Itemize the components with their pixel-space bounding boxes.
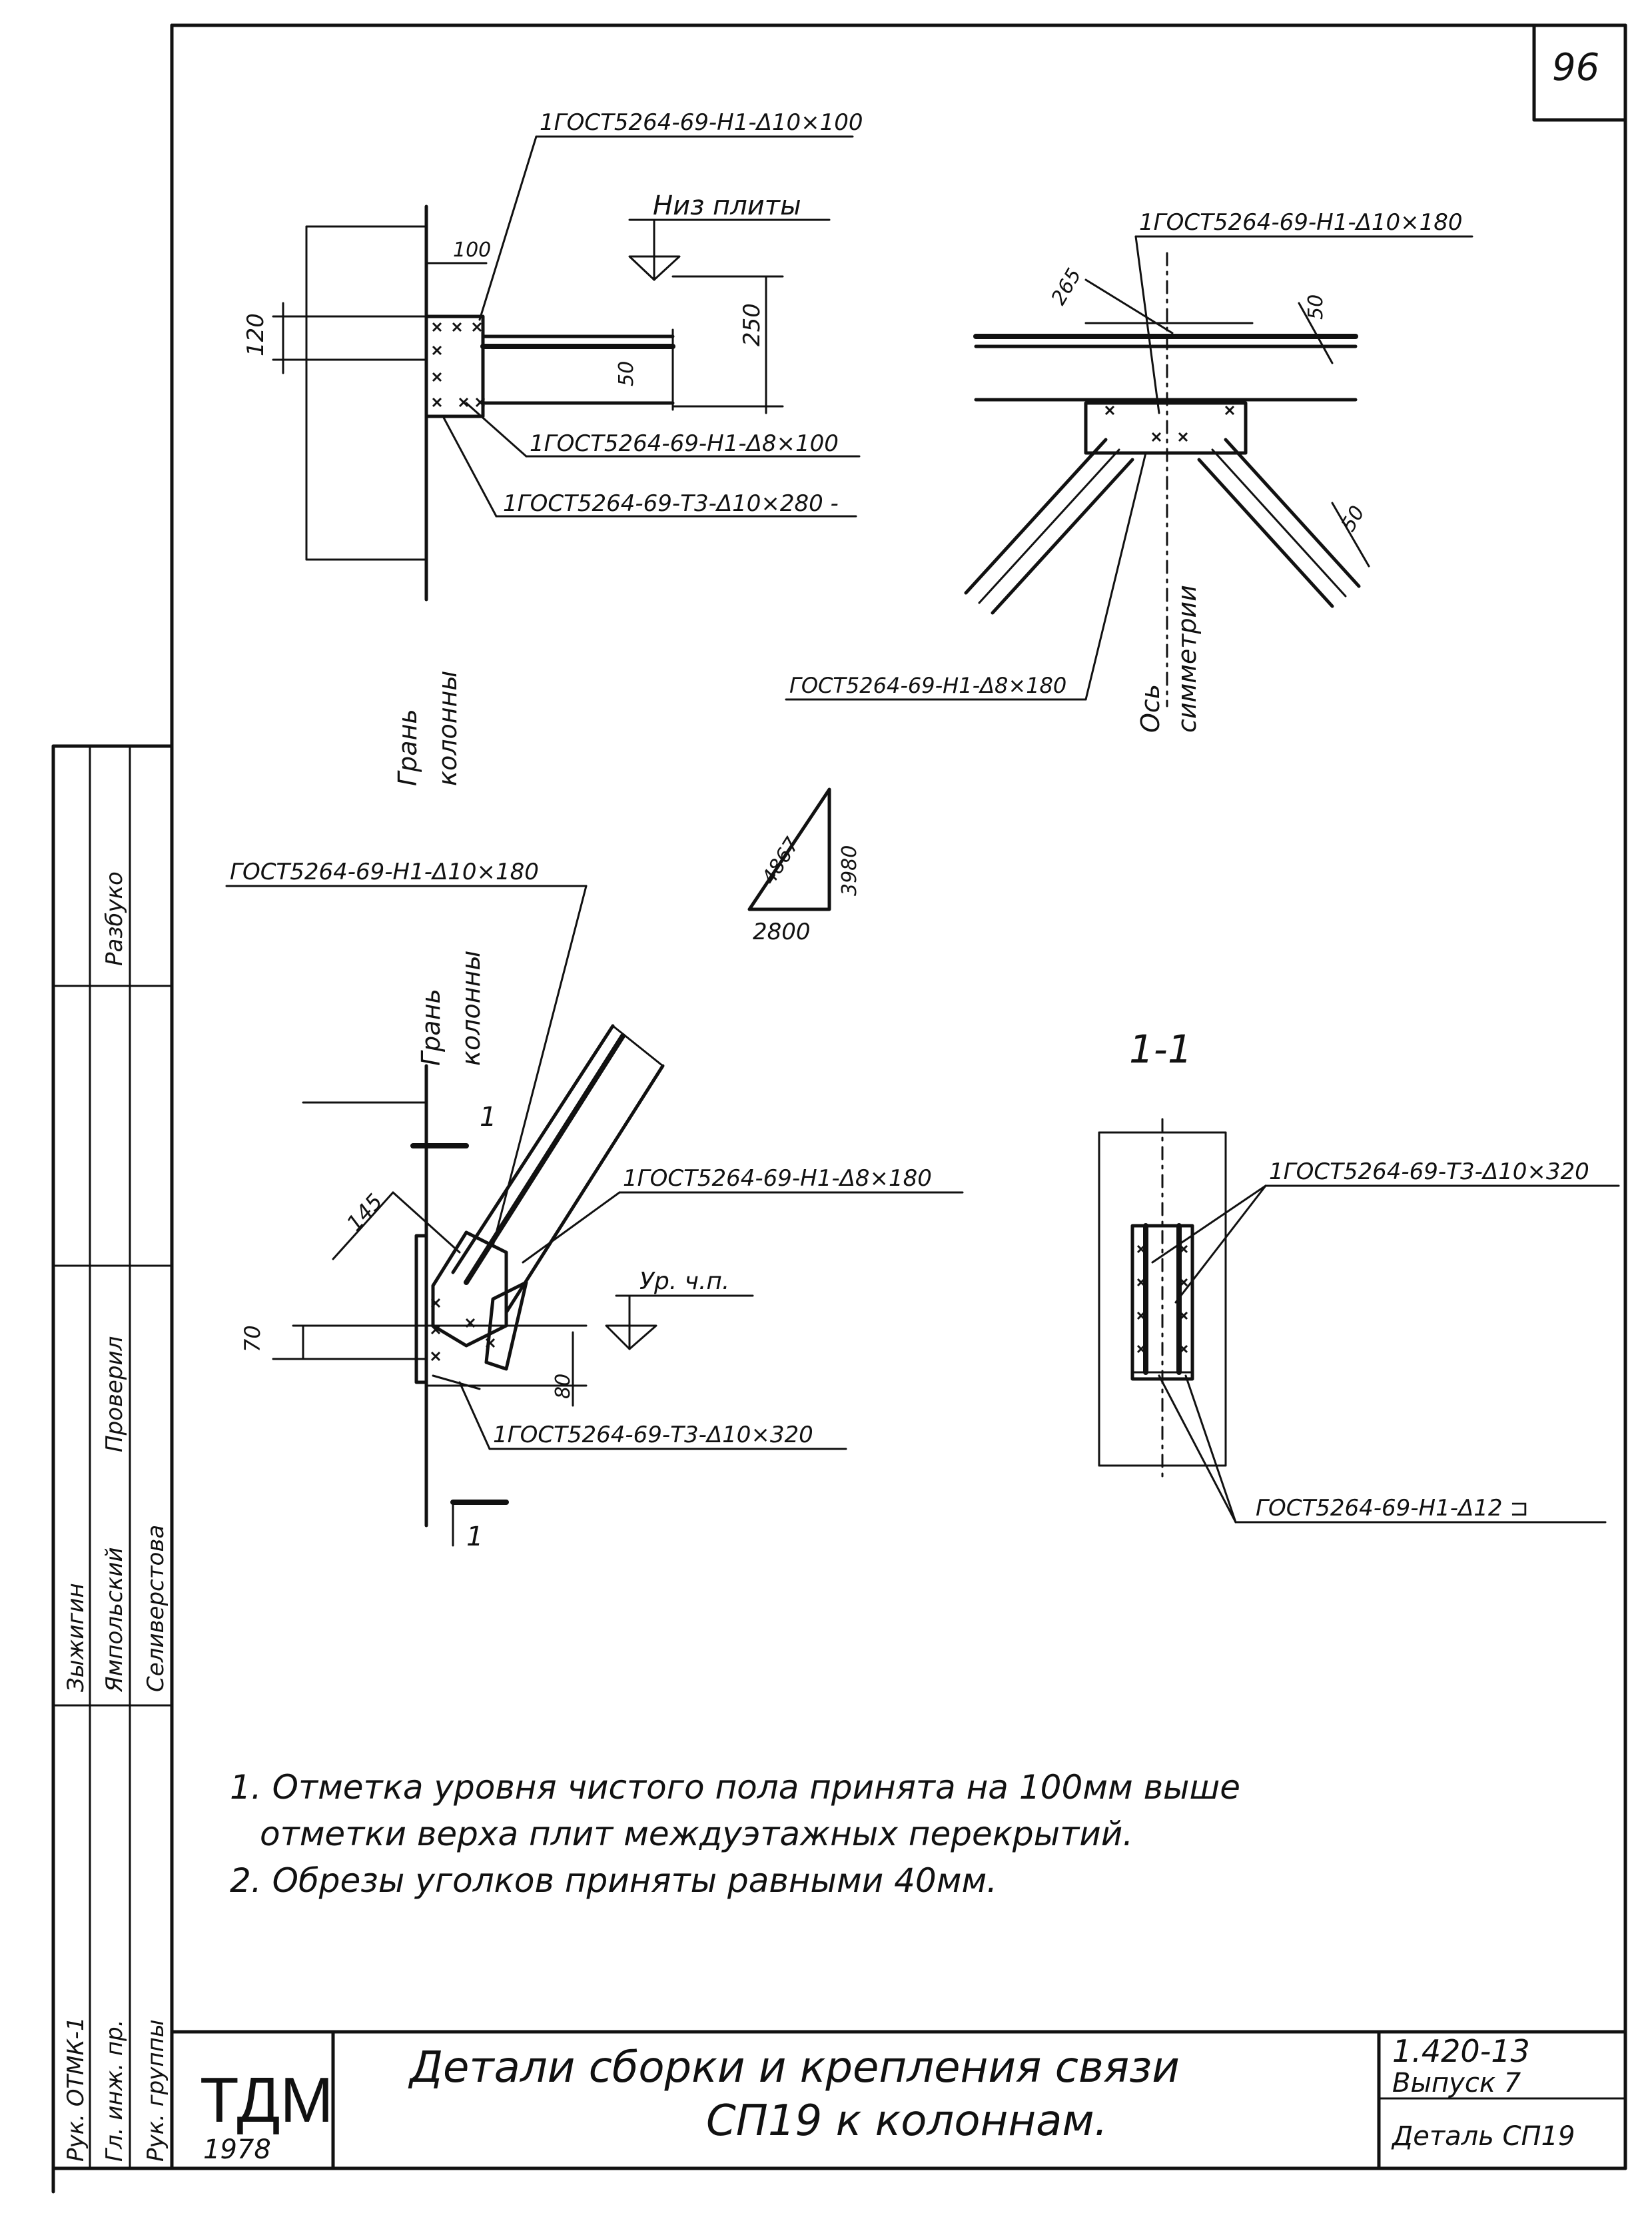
sheet-frame — [51, 23, 1627, 2194]
title-line-2: СП19 к колоннам. — [706, 2096, 1108, 2146]
slope-triangle — [747, 787, 831, 911]
stamp-name-2: Ямпольский — [101, 1548, 128, 1693]
section-1-1-view — [1098, 1118, 1620, 1524]
column-face-label-top-1: Грань — [393, 709, 422, 786]
section-mark-top: 1 — [480, 1102, 496, 1132]
title-line-1: Детали сборки и крепления связи — [408, 2043, 1180, 2092]
symmetry-axis-label-2: симметрии — [1172, 585, 1202, 733]
stamp-role-3: Рук. группы — [143, 2019, 169, 2162]
weld-marks — [432, 322, 486, 408]
stamp-role-1: Рук. ОТМК-1 — [63, 2016, 89, 2162]
note-2: 2. Обрезы уголков приняты равными 40мм. — [230, 1861, 997, 1900]
dim-50-top-left: 50 — [615, 361, 638, 386]
stamp-role-2: Гл. инж. пр. — [101, 2020, 128, 2162]
section-mark-bottom: 1 — [466, 1522, 483, 1552]
triangle-base: 2800 — [753, 919, 811, 945]
triangle-vertical: 3980 — [838, 845, 861, 896]
view-top-left — [272, 135, 861, 602]
doc-issue: Выпуск 7 — [1392, 2068, 1521, 2098]
dim-50-top-right-a: 50 — [1304, 294, 1328, 320]
title-year: 1978 — [203, 2134, 271, 2165]
section-title: 1-1 — [1129, 1027, 1192, 1072]
weld-label-section-2: ГОСТ5264-69-Н1-Δ12 ⊐ — [1256, 1495, 1529, 1522]
weld-label-bottom-left-3: 1ГОСТ5264-69-Т3-Δ10×320 — [493, 1422, 813, 1448]
dim-50-top-right-b: 50 — [1337, 502, 1370, 536]
stamp-name-1: Зыжигин — [63, 1583, 89, 1692]
weld-label-top-right-2: ГОСТ5264-69-Н1-Δ8×180 — [789, 673, 1066, 698]
weld-label-top-left-3: 1ГОСТ5264-69-Т3-Δ10×280 - — [503, 490, 839, 517]
weld-label-section-1: 1ГОСТ5264-69-Т3-Δ10×320 — [1269, 1158, 1589, 1185]
column-face-label-bottom-1: Грань — [416, 989, 446, 1066]
floor-level-label: Ур. ч.п. — [639, 1268, 729, 1295]
dim-145: 145 — [342, 1189, 388, 1236]
symmetry-axis-label-1: Ось — [1136, 684, 1165, 733]
stamp-name-3: Селиверстова — [143, 1525, 169, 1692]
bottom-of-slab-label: Низ плиты — [653, 191, 801, 221]
dim-265: 265 — [1047, 264, 1086, 309]
dim-70: 70 — [240, 1325, 265, 1352]
weld-label-bottom-left-2: 1ГОСТ5264-69-Н1-Δ8×180 — [623, 1165, 932, 1192]
weld-label-top-left-1: 1ГОСТ5264-69-Н1-Δ10×100 — [540, 109, 863, 136]
dim-120: 120 — [242, 313, 269, 356]
stamp-developed: Разбуко — [101, 871, 128, 966]
notes-block: 1. Отметка уровня чистого пола принята н… — [230, 1768, 1240, 1900]
page-number: 96 — [1552, 46, 1599, 89]
doc-detail: Деталь СП19 — [1391, 2121, 1575, 2152]
stamp-checked: Проверил — [101, 1336, 128, 1452]
column-face-label-bottom-2: колонны — [456, 951, 486, 1066]
view-bottom-left — [225, 885, 964, 1547]
dim-250: 250 — [739, 303, 765, 346]
side-stamp: Рук. ОТМК-1 Гл. инж. пр. Рук. группы Зыж… — [63, 871, 169, 2162]
doc-code: 1.420-13 — [1392, 2033, 1530, 2069]
triangle-hypotenuse: 4867 — [757, 833, 804, 889]
weld-label-bottom-left-1: ГОСТ5264-69-Н1-Δ10×180 — [230, 859, 539, 885]
weld-label-top-left-2: 1ГОСТ5264-69-Н1-Δ8×100 — [530, 430, 839, 457]
note-1-line-1: 1. Отметка уровня чистого пола принята н… — [230, 1768, 1240, 1807]
dim-100: 100 — [453, 238, 491, 262]
column-face-label-top-2: колонны — [433, 671, 462, 786]
org-logo: ТДМ — [200, 2064, 333, 2136]
note-1-line-2: отметки верха плит междуэтажных перекрыт… — [260, 1815, 1133, 1853]
dim-80: 80 — [552, 1374, 575, 1399]
weld-label-top-right-1: 1ГОСТ5264-69-Н1-Δ10×180 — [1139, 209, 1463, 236]
view-top-right — [785, 235, 1473, 707]
